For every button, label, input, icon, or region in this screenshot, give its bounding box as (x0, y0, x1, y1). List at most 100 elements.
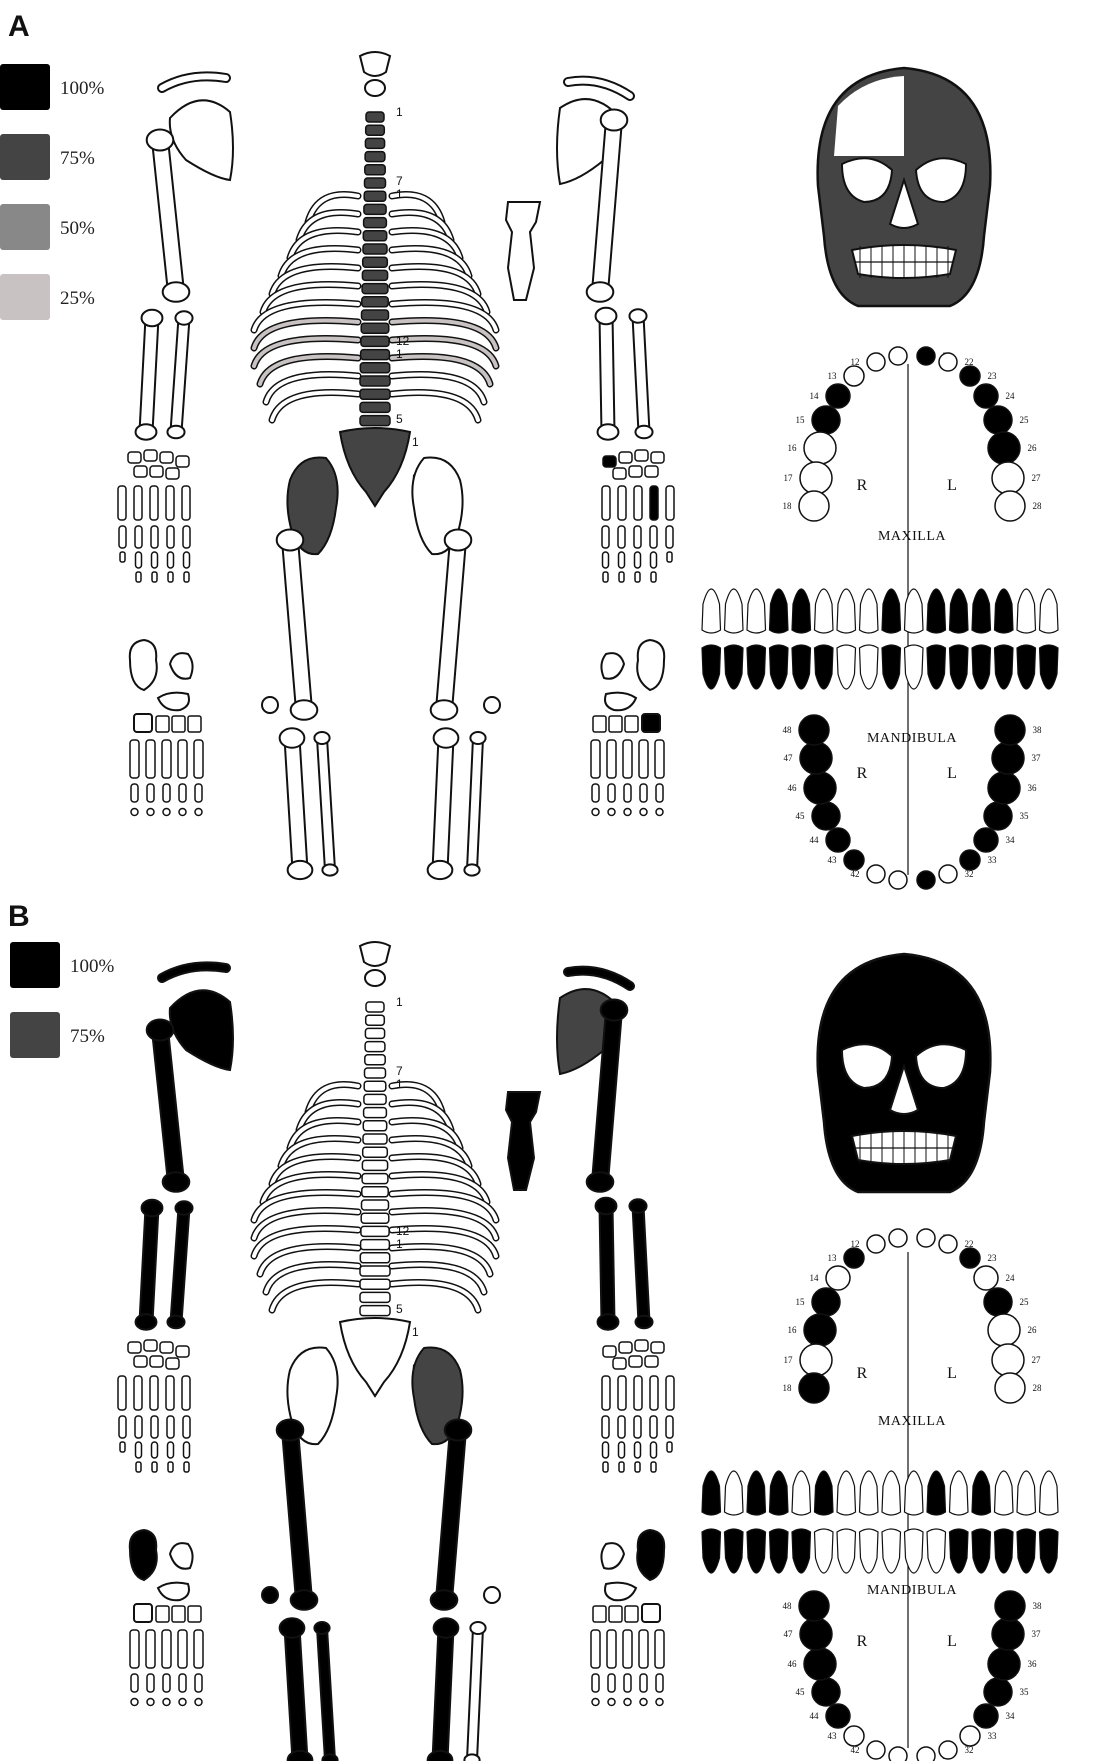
left-radius-proximal-end (596, 308, 617, 325)
upper-teeth-lateral (702, 1471, 1058, 1515)
left-ulna-distal-end (635, 426, 652, 439)
tooth-46 (804, 772, 836, 804)
toe-tip (624, 809, 631, 816)
lateral-tooth-47 (725, 645, 744, 689)
maxilla-label: MAXILLA (878, 529, 946, 544)
right-patella (262, 1587, 278, 1603)
metatarsal-bone (162, 1630, 171, 1668)
left-ulna-shaft (638, 1206, 644, 1322)
proximal-phalanx (666, 526, 673, 548)
carpal-bone (176, 456, 189, 467)
calcaneus-bone (637, 1530, 664, 1580)
lateral-tooth-35 (972, 1529, 991, 1573)
lateral-tooth-18 (702, 1471, 721, 1515)
lateral-tooth-33 (927, 1529, 946, 1573)
metatarsal-bone (162, 740, 171, 778)
carpal-bone (160, 1342, 173, 1353)
left-rib-outline (392, 392, 478, 420)
calcaneus-bone (637, 640, 664, 690)
right-rib-outline (254, 320, 358, 348)
tooth-48 (799, 1591, 829, 1621)
proximal-phalanx (151, 526, 158, 548)
vertebra-level-label: 5 (396, 412, 403, 426)
mandibular-arch: 41424344454647483132333435363738 (783, 1591, 1043, 1761)
right-humerus-shaft (160, 140, 176, 292)
tooth-31 (917, 1747, 935, 1761)
lateral-tooth-48 (702, 645, 721, 689)
right-ulna (167, 1201, 192, 1328)
right-humerus-shaft (160, 1030, 176, 1182)
left-ulna-proximal-end (629, 309, 646, 323)
right-fibula-proximal-end (314, 732, 329, 744)
metatarsal-bone (194, 1630, 203, 1668)
tooth-number: 44 (810, 1711, 820, 1721)
carpal-bone (629, 466, 642, 477)
vertebra (364, 1094, 386, 1104)
vertebra (362, 284, 388, 294)
vertebra (360, 402, 390, 412)
tooth-number: 26 (1028, 443, 1038, 453)
distal-phalanx (635, 1462, 640, 1472)
right-tibia-proximal-end (280, 728, 305, 748)
tooth-37 (992, 1618, 1024, 1650)
vertebra (363, 1121, 386, 1131)
mandible-right-label: R (857, 1633, 868, 1650)
tooth-22 (939, 353, 957, 371)
proximal-phalanx (183, 526, 190, 548)
lateral-tooth-36 (995, 1529, 1014, 1573)
toe-phalanx (640, 1674, 647, 1692)
right-femur-shaft (290, 1430, 304, 1600)
right-hand (118, 450, 190, 582)
left-radius-shaft (606, 316, 608, 432)
right-rib-outline (254, 1228, 358, 1256)
cuneiform-bone (625, 1606, 638, 1622)
lateral-tooth-34 (950, 1529, 969, 1573)
left-hand (602, 450, 674, 582)
toe-tip (195, 1699, 202, 1706)
carpal-bone (603, 456, 616, 467)
tooth-number: 25 (1020, 415, 1030, 425)
toe-phalanx (179, 1674, 186, 1692)
toe-tip (195, 809, 202, 816)
distal-phalanx (152, 572, 157, 582)
lateral-tooth-17 (725, 589, 744, 633)
mandibula-label: MANDIBULA (867, 1583, 957, 1598)
lateral-tooth-28 (1040, 1471, 1059, 1515)
legend-swatch (0, 204, 50, 250)
left-tibia (428, 728, 459, 879)
tooth-number: 35 (1020, 811, 1030, 821)
left-rib-outline (392, 356, 490, 384)
tooth-34 (974, 828, 998, 852)
distal-phalanx (667, 552, 672, 562)
vertebra (360, 416, 390, 426)
proximal-phalanx (602, 526, 609, 548)
tooth-41 (889, 871, 907, 889)
metacarpal-bone (134, 486, 142, 520)
lateral-tooth-28 (1040, 589, 1059, 633)
toe-phalanx (624, 784, 631, 802)
lateral-tooth-26 (995, 1471, 1014, 1515)
toe-tip (163, 1699, 170, 1706)
metacarpal-bone (618, 1376, 626, 1410)
skull (818, 68, 991, 306)
tooth-number: 27 (1032, 473, 1042, 483)
right-rib-outline (266, 1264, 358, 1292)
navicular-bone (605, 1583, 636, 1601)
carpal-bone (645, 466, 658, 477)
tooth-number: 46 (788, 783, 798, 793)
metacarpal-bone (150, 1376, 158, 1410)
tooth-number: 13 (828, 371, 838, 381)
cuneiform-bone (625, 716, 638, 732)
lateral-tooth-11 (860, 1471, 879, 1515)
right-femur-shaft (290, 540, 304, 710)
right-femur-proximal-end (277, 530, 304, 551)
metatarsal-bone (655, 740, 664, 778)
lateral-tooth-15 (770, 1471, 789, 1515)
legend-label: 50% (60, 218, 95, 239)
metatarsal-bone (607, 740, 616, 778)
vertebra-level-label: 7 (396, 1064, 403, 1078)
lateral-tooth-14 (792, 1471, 811, 1515)
axis-vertebra (365, 970, 385, 986)
distal-phalanx (651, 1462, 656, 1472)
toe-phalanx (147, 784, 154, 802)
